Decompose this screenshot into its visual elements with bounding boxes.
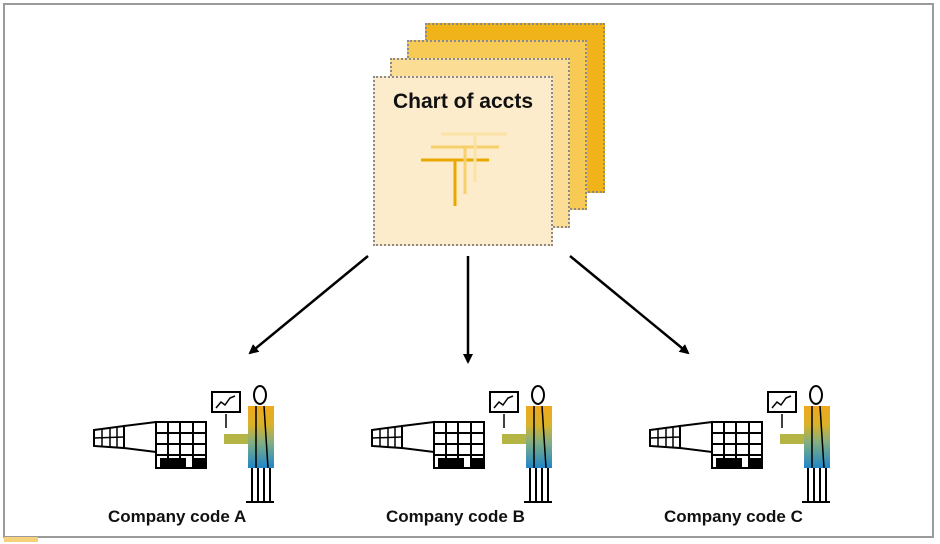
chart-of-accounts-title: Chart of accts [392,90,534,113]
company-b-illustration [371,385,553,503]
company-a-illustration [93,385,275,503]
company-code-a-label: Company code A [108,507,247,526]
account-hierarchy-icon [421,132,507,206]
company-c-illustration [649,385,831,503]
company-code-b-label: Company code B [386,507,525,526]
corner-mark [4,537,38,542]
arrow-to-company-c [569,255,690,355]
company-code-c-label: Company code C [664,507,803,526]
arrow-to-company-a [248,255,369,355]
chart-of-accounts-card: Chart of accts [373,76,553,246]
